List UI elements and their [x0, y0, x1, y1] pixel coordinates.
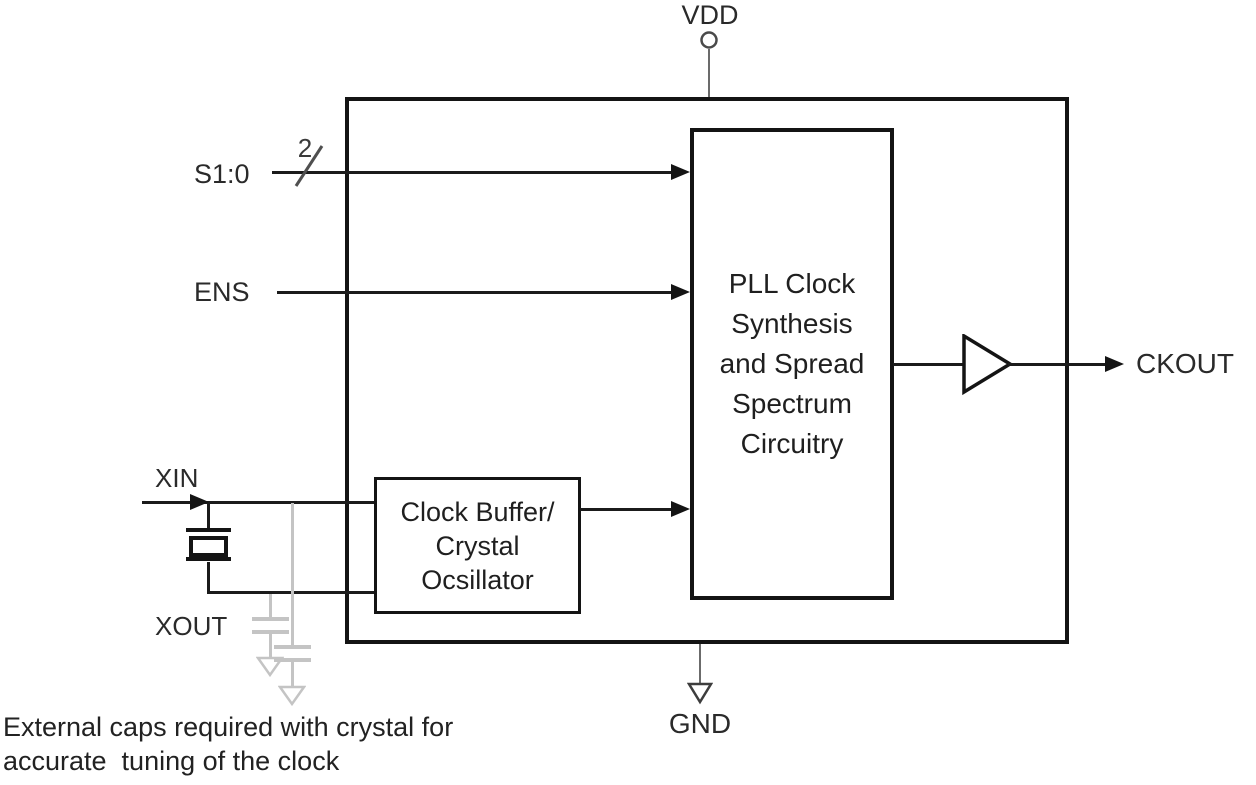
pll-block: PLL Clock Synthesis and Spread Spectrum …	[690, 128, 894, 600]
bus-width-label: 2	[297, 133, 313, 163]
xin-signal-line	[142, 501, 376, 504]
buffer-output-line	[580, 508, 676, 511]
ens-pin-label: ENS	[194, 277, 250, 307]
vdd-pin-label: VDD	[681, 0, 739, 30]
gnd-stem-line	[699, 644, 701, 683]
xin-pin-label: XIN	[155, 463, 199, 493]
chip-boundary-box	[345, 97, 1069, 644]
power-pin-circle-icon	[700, 31, 718, 49]
bus-slash-icon	[294, 145, 324, 187]
ens-signal-line	[277, 291, 676, 294]
pll-block-label: PLL Clock Synthesis and Spread Spectrum …	[719, 268, 865, 459]
ens-arrowhead-icon	[671, 284, 690, 300]
clock-buffer-block: Clock Buffer/ Crystal Ocsillator	[374, 477, 581, 614]
s1-0-signal-line	[272, 171, 676, 174]
s1-0-pin-label: S1:0	[194, 159, 250, 189]
gnd-pin-label: GND	[668, 708, 732, 739]
external-caps-note: External caps required with crystal for …	[3, 712, 454, 776]
buffer-output-arrowhead-icon	[671, 501, 690, 517]
ground-symbol-icon	[687, 682, 713, 705]
pll-output-line	[893, 363, 965, 366]
clock-buffer-label: Clock Buffer/ Crystal Ocsillator	[400, 496, 555, 595]
s1-0-arrowhead-icon	[671, 164, 690, 180]
ckout-pin-label: CKOUT	[1136, 348, 1234, 379]
vdd-stem-line	[708, 49, 710, 97]
output-buffer-triangle-icon	[962, 334, 1014, 396]
xout-pin-label: XOUT	[155, 611, 228, 641]
ckout-arrowhead-icon	[1105, 356, 1124, 372]
ckout-signal-line	[1008, 363, 1108, 366]
xin-arrowhead-icon	[190, 494, 209, 510]
